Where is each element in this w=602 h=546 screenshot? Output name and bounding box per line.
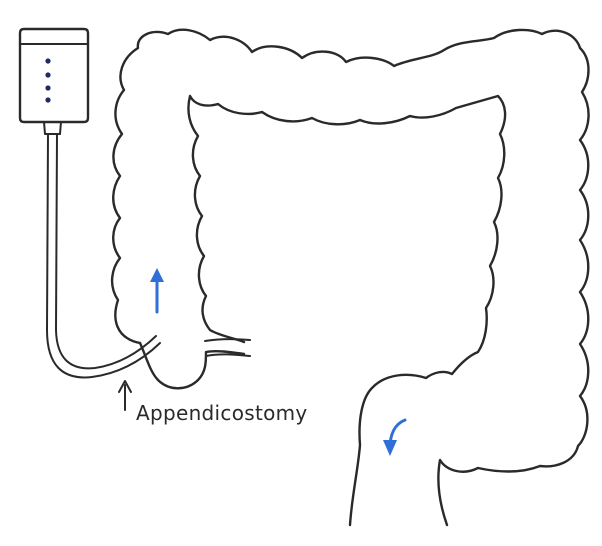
irrigation-bag	[20, 29, 88, 134]
bag-dot	[45, 58, 50, 63]
bag-dot	[45, 97, 50, 102]
irrigation-tube	[47, 134, 160, 377]
appendicostomy-pointer-icon	[119, 381, 131, 410]
appendicostomy-label: Appendicostomy	[136, 401, 308, 425]
colon-outline	[112, 30, 589, 525]
bag-dot	[45, 72, 50, 77]
bag-dot	[45, 85, 50, 90]
sigmoid-flow-arrow-icon	[383, 420, 405, 456]
ascending-flow-arrow-icon	[150, 268, 164, 312]
